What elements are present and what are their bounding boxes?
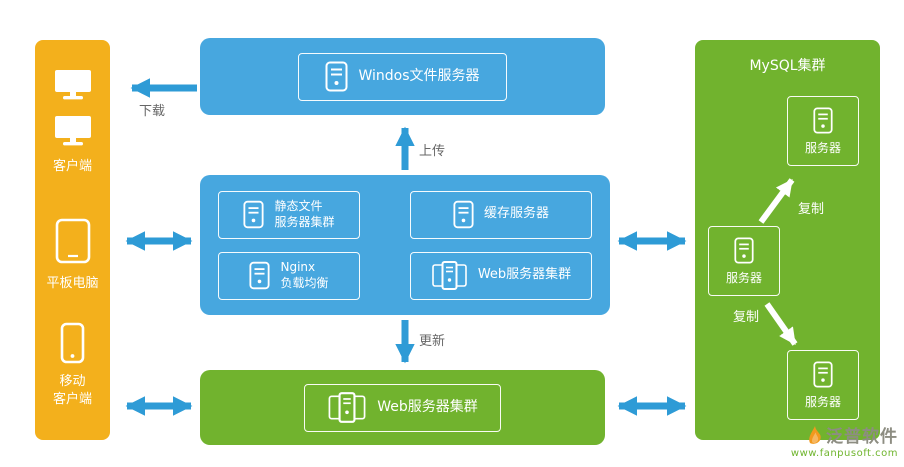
web-cluster-panel: Web服务器集群: [200, 370, 605, 445]
web-cluster-node: Web服务器集群: [410, 251, 592, 300]
mysql-server-label: 服务器: [804, 394, 841, 409]
web-cluster-node: Web服务器集群: [304, 383, 501, 432]
mysql-server-master: 服务器: [708, 226, 780, 296]
mysql-title: MySQL集群: [749, 58, 826, 74]
watermark-brand: 泛普软件: [826, 427, 898, 447]
mysql-server-bottom: 服务器: [787, 350, 859, 420]
server-icon: [813, 106, 833, 134]
client-label: 客户端: [52, 159, 92, 174]
web-cluster-label: Web服务器集群: [477, 267, 572, 283]
replicate-bottom-label: 复制: [733, 310, 760, 325]
nginx-label: Nginx 负载均衡: [280, 259, 329, 290]
tablet-label: 平板电脑: [46, 275, 99, 291]
server-cluster-icon: [431, 260, 468, 291]
tablet-icon: [55, 218, 91, 264]
download-label: 下载: [139, 104, 166, 119]
watermark-url: www.fanpusoft.com: [790, 448, 898, 459]
phone-icon: [60, 322, 85, 364]
file-server-panel: Windos文件服务器: [200, 38, 605, 115]
mysql-server-label: 服务器: [804, 140, 841, 155]
server-icon: [243, 200, 265, 229]
watermark: 泛普软件 www.fanpusoft.com: [791, 422, 898, 459]
static-file-cluster-label: 静态文件 服务器集群: [274, 198, 335, 229]
monitor-icon: [53, 68, 93, 101]
app-cluster-panel: 静态文件 服务器集群 缓存服务器: [200, 175, 610, 315]
server-cluster-icon: [327, 391, 367, 424]
server-icon: [249, 261, 271, 290]
mysql-server-top: 服务器: [787, 96, 859, 166]
arrow-replicate-down: [764, 302, 798, 346]
fanpu-logo-icon: [806, 424, 824, 445]
server-icon: [325, 61, 348, 92]
file-server-node: Windos文件服务器: [298, 52, 507, 101]
server-icon: [813, 360, 833, 388]
replicate-top-label: 复制: [798, 202, 825, 217]
static-file-cluster-node: 静态文件 服务器集群: [218, 190, 360, 239]
mysql-panel: MySQL集群 服务器 复制: [695, 40, 880, 440]
update-label: 更新: [419, 334, 446, 349]
clients-panel: 客户端 平板电脑 移动 客户端: [35, 40, 110, 440]
cache-server-node: 缓存服务器: [410, 190, 592, 239]
file-server-label: Windos文件服务器: [358, 68, 480, 85]
server-icon: [453, 200, 474, 229]
upload-label: 上传: [419, 144, 446, 159]
web-cluster-bottom-label: Web服务器集群: [377, 399, 478, 416]
mobile-client-label: 移动 客户端: [52, 374, 92, 407]
cache-server-label: 缓存服务器: [483, 206, 549, 222]
nginx-node: Nginx 负载均衡: [218, 251, 360, 300]
monitor-icon: [53, 114, 93, 147]
mysql-server-label: 服务器: [725, 270, 762, 285]
arrow-replicate-up: [758, 178, 795, 224]
server-icon: [734, 236, 754, 264]
